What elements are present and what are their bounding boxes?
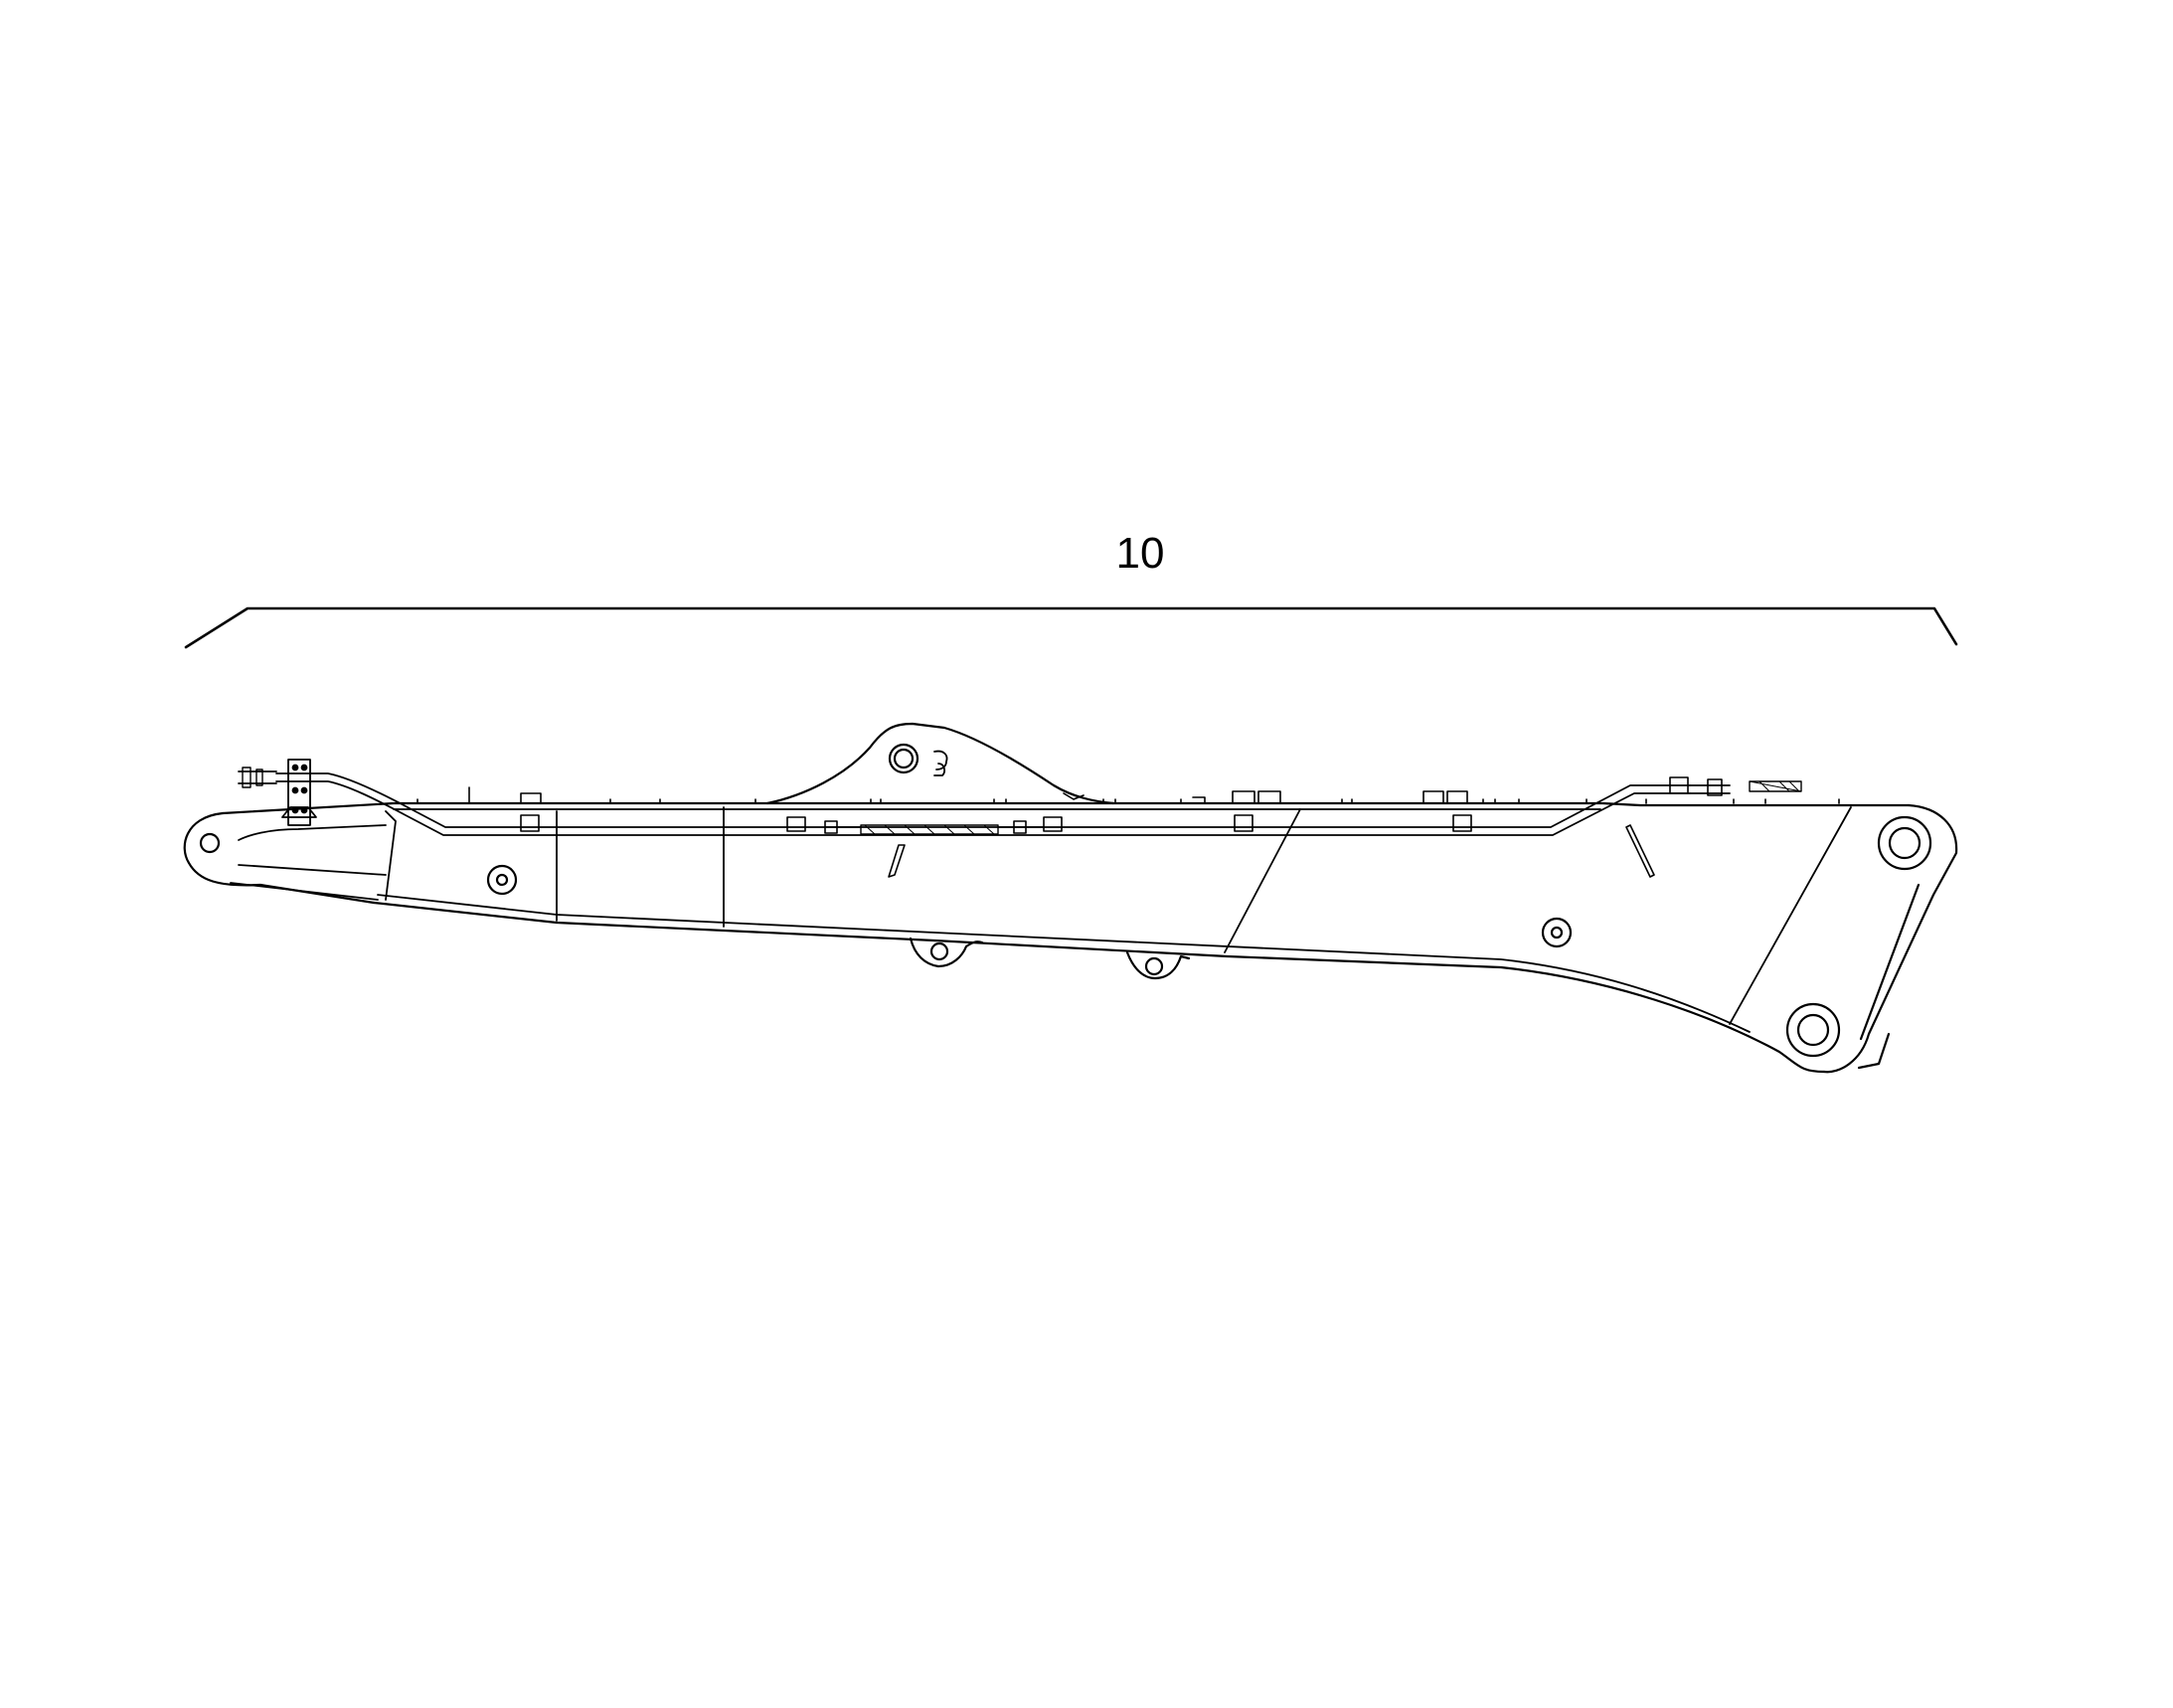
hook-detail xyxy=(933,750,948,776)
callout-label: 10 xyxy=(1115,529,1165,578)
pipe-clamps xyxy=(520,776,1723,834)
clamp-block xyxy=(281,759,317,826)
top-lugs xyxy=(468,786,1468,804)
hydraulic-lines xyxy=(238,767,1802,836)
arm-outline xyxy=(183,722,1958,1074)
dimension-bracket xyxy=(184,606,1958,649)
arm-structure-lines xyxy=(230,806,1852,1033)
top-ticks xyxy=(417,798,1840,804)
bottom-lugs xyxy=(909,937,1191,980)
gusset-marks xyxy=(888,824,1655,878)
pin-holes xyxy=(199,743,1932,1058)
